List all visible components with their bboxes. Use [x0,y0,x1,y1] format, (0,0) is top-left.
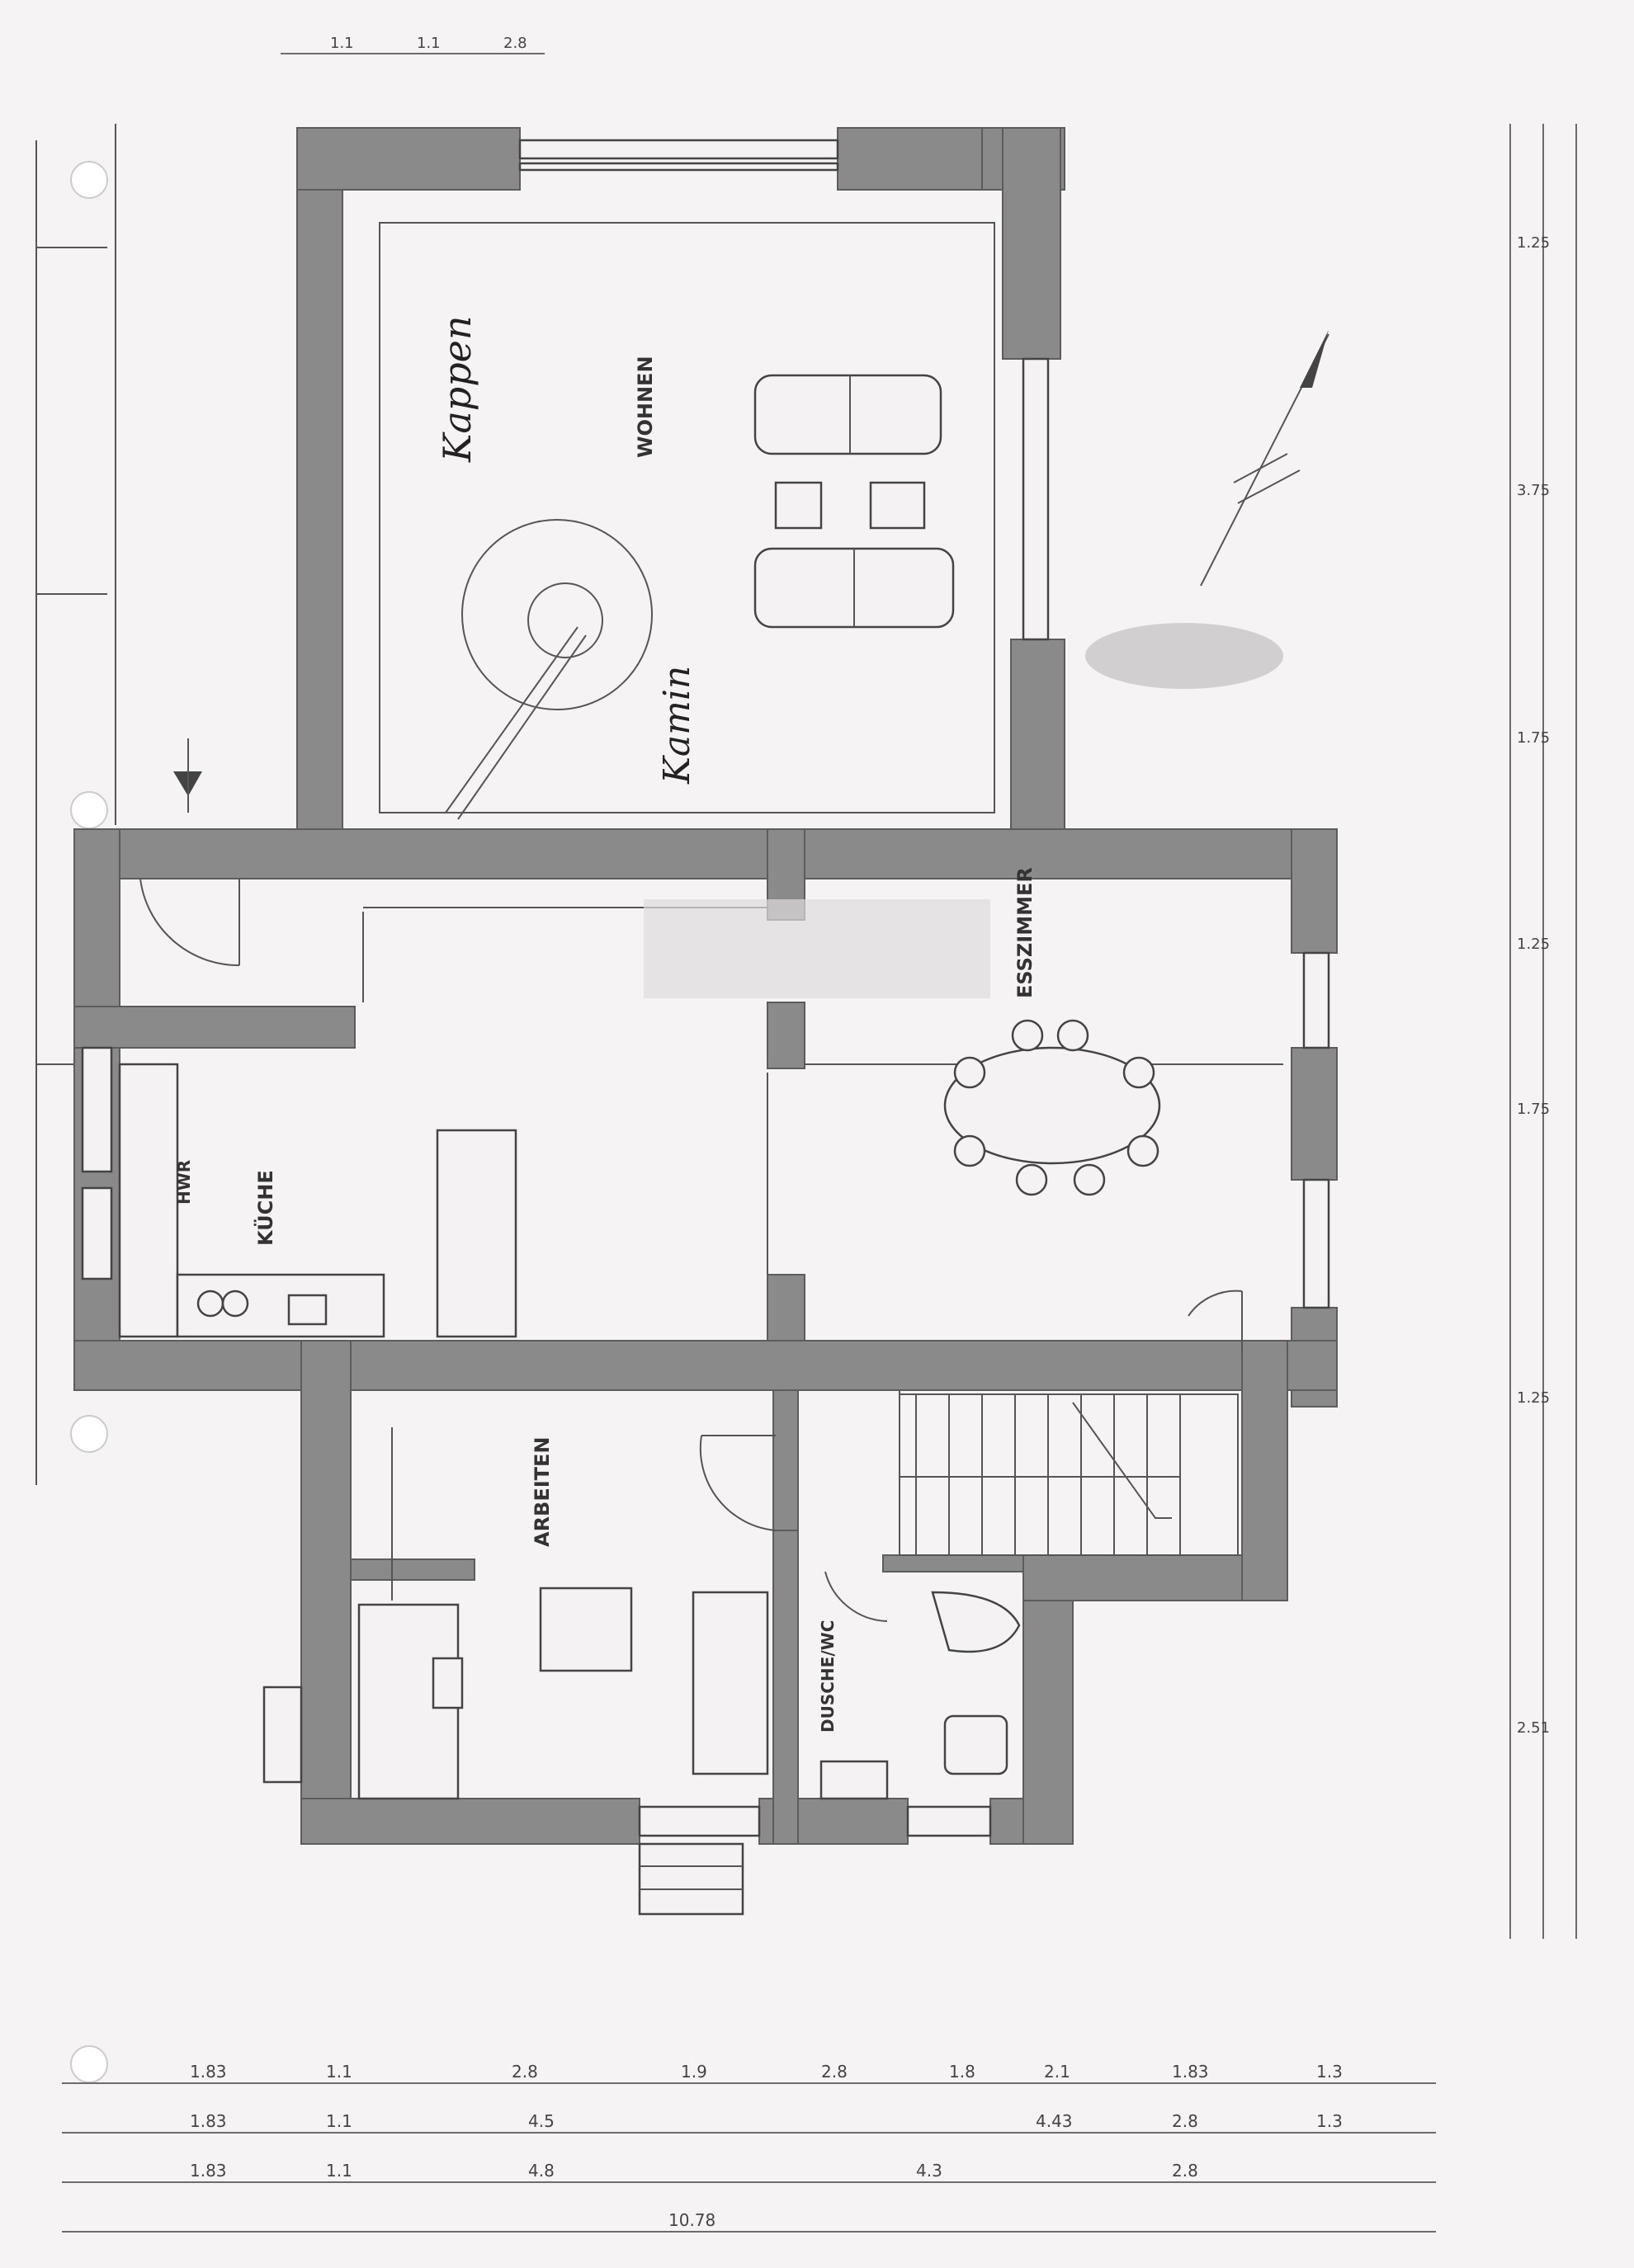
room-label-office: ARBEITEN [531,1436,554,1547]
bottom-dimension-row-2: 1.83 1.1 4.5 4.43 2.8 1.3 [190,2111,1343,2131]
dim-label: 2.1 [1044,2062,1070,2082]
punch-hole [70,1415,108,1453]
fireplace [445,519,653,820]
dim-label: 1.25 [1517,936,1550,953]
punch-hole [70,2045,108,2083]
dim-label: 2.8 [821,2062,848,2082]
dim-label: 3.75 [1517,482,1550,499]
handwritten-note-kamin: Kamin [656,666,698,785]
dim-label: 2.8 [512,2062,538,2082]
dim-label: 1.1 [417,35,441,52]
punch-hole [70,791,108,829]
entrance-steps [638,1842,744,1916]
dim-label: 1.83 [1172,2062,1209,2082]
punch-hole [70,161,108,199]
dim-label: 1.83 [190,2062,227,2082]
terrace-shading [1085,623,1283,689]
dim-label: 4.43 [1036,2111,1073,2131]
dim-label: 1.1 [326,2111,352,2131]
dim-label: 1.1 [330,35,354,52]
dim-label: 2.51 [1517,1719,1550,1737]
handwritten-note-kappen: Kappen [435,315,479,463]
living-room-furniture [753,374,955,629]
room-label-dining: ESSZIMMER [1013,867,1037,998]
dim-label: 1.3 [1316,2111,1343,2131]
bathroom-fixtures [819,1591,1021,1800]
top-dimension-marks: 1.1 1.1 2.8 [330,35,527,52]
dining-table [943,1019,1161,1196]
north-arrow-icon [1200,330,1329,587]
dim-label: 1.75 [1517,729,1550,747]
bottom-dimension-row-3: 1.83 1.1 4.8 4.3 2.8 [190,2161,1198,2181]
room-label-living: WOHNEN [634,356,657,458]
dim-label: 1.9 [681,2062,707,2082]
doors [139,878,1243,1622]
dimension-lines [62,53,1577,2233]
hall-shading [644,899,990,998]
dim-label: 4.5 [528,2111,555,2131]
dim-label: 1.25 [1517,234,1550,252]
dim-label: 4.8 [528,2161,555,2181]
dim-label: 1.8 [949,2062,975,2082]
staircase [899,1393,1239,1556]
dim-label: 2.8 [503,35,527,52]
dim-label: 1.25 [1517,1389,1550,1407]
dim-label: 1.83 [190,2111,227,2131]
dim-label: 1.1 [326,2062,352,2082]
left-margin-strip [35,124,116,1485]
dim-label: 1.83 [190,2161,227,2181]
dim-label: 1.1 [326,2161,352,2181]
bottom-dimension-row-1: 1.83 1.1 2.8 1.9 2.8 1.8 2.1 1.83 1.3 [190,2062,1343,2082]
right-dimension-column: 1.25 3.75 1.75 1.25 1.75 1.25 2.51 [1517,234,1550,1737]
room-label-kitchen: KÜCHE [253,1170,277,1246]
kitchen-counters [118,1063,517,1338]
windows [81,139,1330,1837]
dim-label: 4.3 [916,2161,942,2181]
section-marker-icon [173,738,202,813]
room-label-shower: DUSCHE/WC [818,1620,838,1733]
room-label-utility: HWR [174,1160,194,1205]
office-furniture [262,1587,769,1800]
dim-label: 1.75 [1517,1101,1550,1118]
dim-label: 2.8 [1172,2161,1198,2181]
dim-label: 1.3 [1316,2062,1343,2082]
dim-label: 2.8 [1172,2111,1198,2131]
dim-total-label: 10.78 [668,2210,715,2230]
